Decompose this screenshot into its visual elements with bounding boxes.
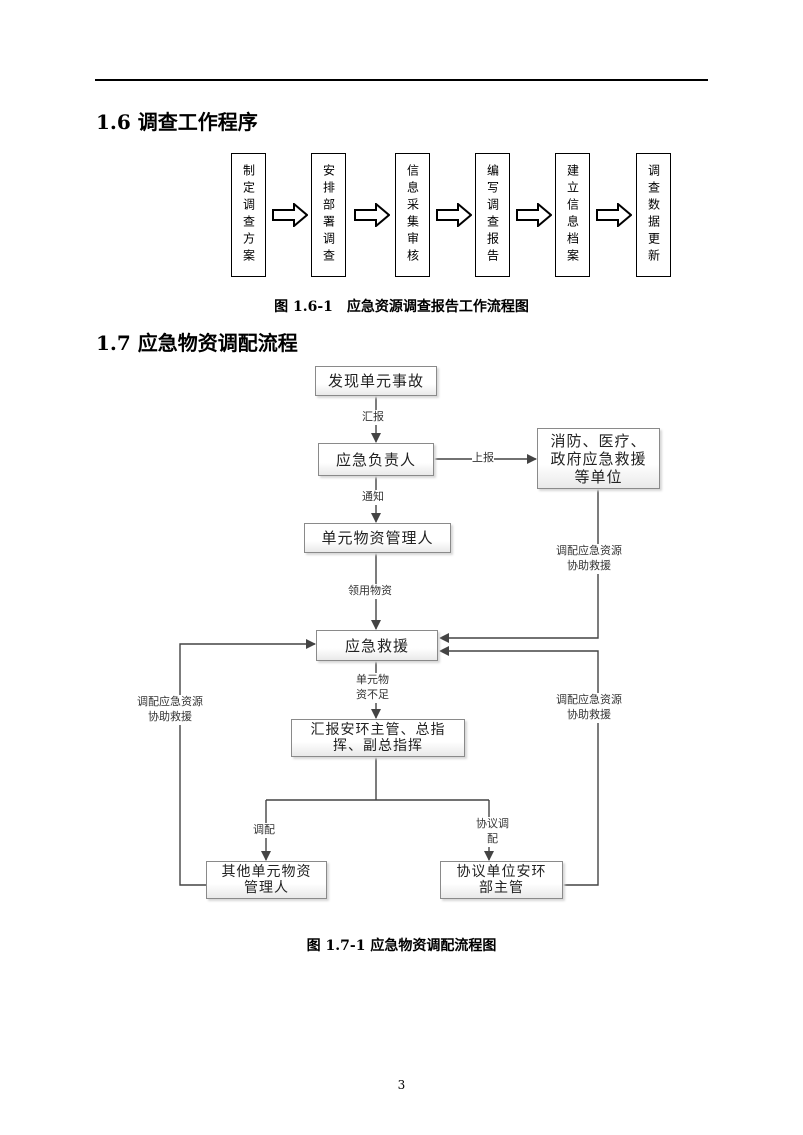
process-step-4: 编写调查报告 xyxy=(475,153,510,277)
process-step-2-label: 安排部署调查 xyxy=(321,164,336,266)
node-emergency-responsible: 应急负责人 xyxy=(318,443,434,476)
process-arrow-3 xyxy=(436,203,472,227)
edge-label-submit: 上报 xyxy=(472,451,494,466)
process-step-3-label: 信息采集审核 xyxy=(405,164,420,266)
process-step-2: 安排部署调查 xyxy=(311,153,346,277)
section-heading-1-7: 1.7 应急物资调配流程 xyxy=(96,331,298,355)
process-step-5-label: 建立信息档案 xyxy=(565,164,580,266)
process-step-5: 建立信息档案 xyxy=(555,153,590,277)
process-arrow-2 xyxy=(354,203,390,227)
process-arrow-1 xyxy=(272,203,308,227)
section-heading-1-6: 1.6 调查工作程序 xyxy=(96,110,258,134)
node-report-leaders: 汇报安环主管、总指 挥、副总指挥 xyxy=(291,719,465,757)
page-number: 3 xyxy=(397,1078,406,1092)
edge-label-notify: 通知 xyxy=(362,490,384,505)
edge-label-dispatch-right: 调配应急资源 协助救援 xyxy=(556,544,622,574)
process-step-4-label: 编写调查报告 xyxy=(485,164,500,266)
figure-caption-1-6: 图 1.6-1 应急资源调查报告工作流程图 xyxy=(274,299,529,315)
edge-label-report: 汇报 xyxy=(362,410,384,425)
node-unit-material-manager: 单元物资管理人 xyxy=(304,523,451,553)
node-external-units: 消防、医疗、 政府应急救援 等单位 xyxy=(537,428,660,489)
edge-label-collect: 领用物资 xyxy=(348,584,392,599)
node-other-unit-manager: 其他单元物资 管理人 xyxy=(206,861,327,899)
node-emergency-rescue: 应急救援 xyxy=(316,630,438,661)
node-discover-accident: 发现单元事故 xyxy=(315,366,437,396)
edge-label-dispatch-lower-right: 调配应急资源 协助救援 xyxy=(556,693,622,723)
edge-label-allocate: 调配 xyxy=(253,823,275,838)
process-step-3: 信息采集审核 xyxy=(395,153,430,277)
header-rule xyxy=(95,79,708,81)
process-step-1: 制定调查方案 xyxy=(231,153,266,277)
node-agreement-unit-supervisor: 协议单位安环 部主管 xyxy=(440,861,563,899)
process-arrow-5 xyxy=(596,203,632,227)
process-step-1-label: 制定调查方案 xyxy=(241,164,256,266)
edge-label-dispatch-left: 调配应急资源 协助救援 xyxy=(137,695,203,725)
process-step-6-label: 调查数据更新 xyxy=(646,164,661,266)
figure-caption-1-7: 图 1.7-1 应急物资调配流程图 xyxy=(306,938,497,954)
edge-label-insufficient: 单元物 资不足 xyxy=(356,673,389,703)
edge-label-agreement-allocate: 协议调 配 xyxy=(476,817,509,847)
process-step-6: 调查数据更新 xyxy=(636,153,671,277)
process-arrow-4 xyxy=(516,203,552,227)
